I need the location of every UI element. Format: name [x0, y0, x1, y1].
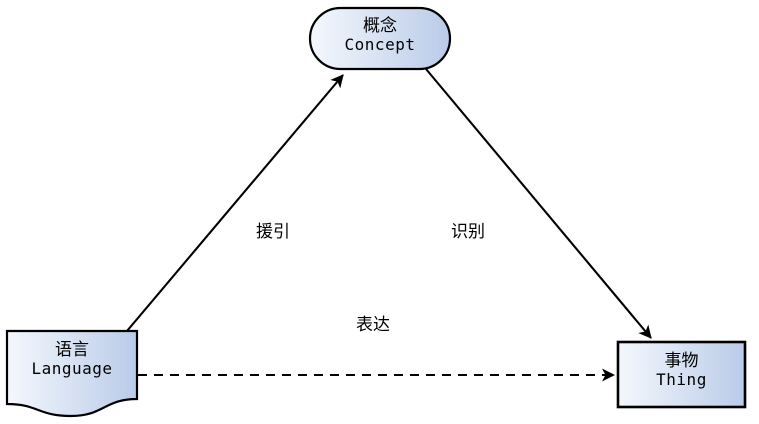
edge-concept-to-thing	[425, 68, 652, 339]
node-concept[interactable]	[308, 6, 452, 71]
node-language[interactable]	[5, 329, 139, 418]
edge-label-identify: 识别	[451, 222, 485, 242]
edge-label-cite: 援引	[256, 222, 290, 242]
edge-language-to-concept	[126, 74, 344, 332]
edge-label-express: 表达	[356, 315, 390, 335]
node-thing[interactable]	[616, 340, 747, 409]
